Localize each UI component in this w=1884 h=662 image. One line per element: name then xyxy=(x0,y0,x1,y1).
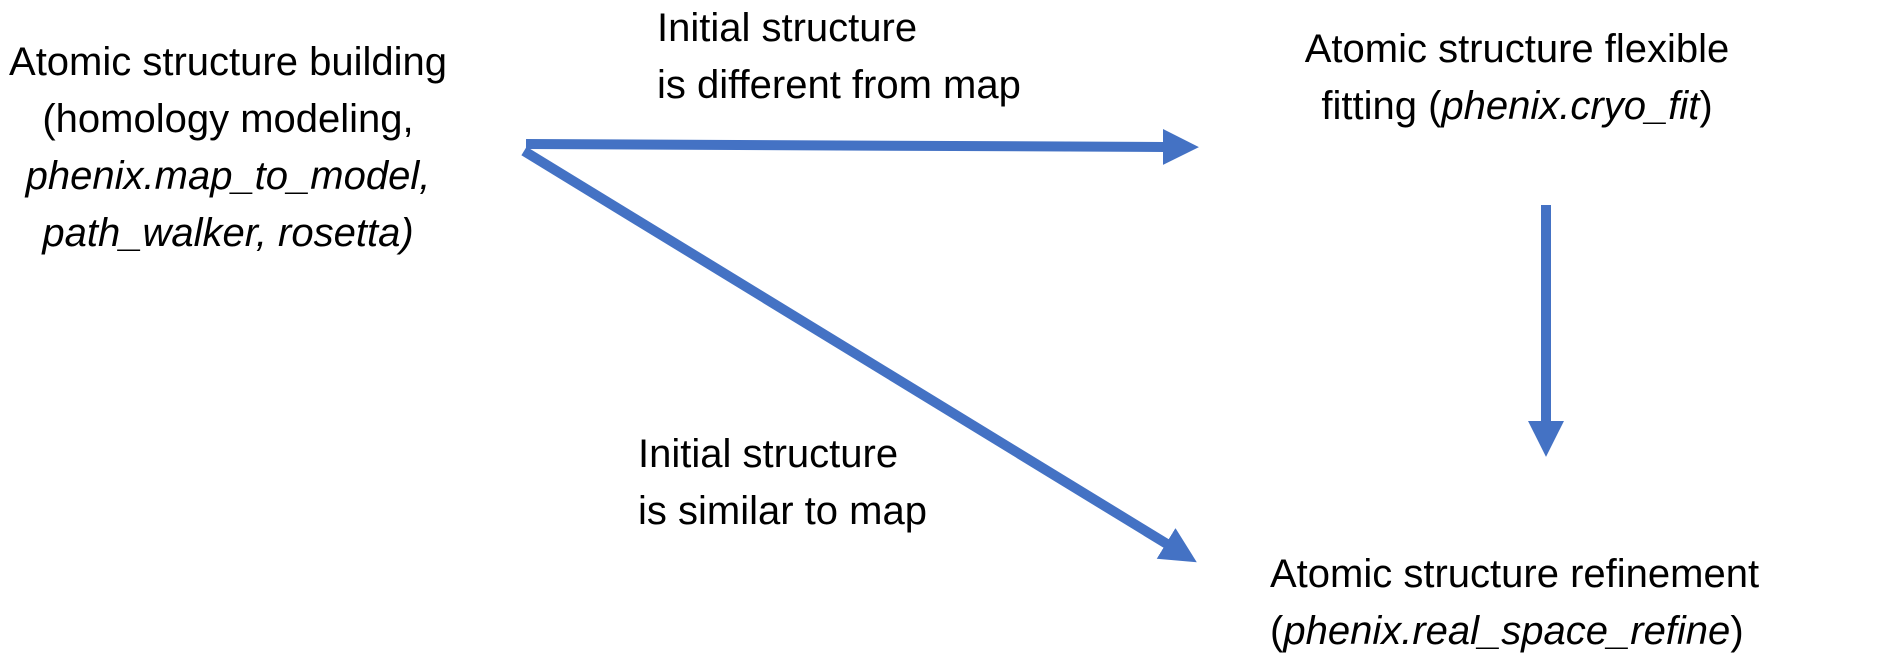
node-refinement-tool: phenix.real_space_refine xyxy=(1283,609,1731,653)
node-refinement: Atomic structure refinement (phenix.real… xyxy=(1270,546,1760,660)
node-structure-building-line3: phenix.map_to_model, xyxy=(25,154,431,198)
node-flexible-fitting-line1: Atomic structure flexible xyxy=(1304,27,1730,71)
node-refinement-line2: (phenix.real_space_refine) xyxy=(1270,603,1744,660)
edge-label-different-from-map: Initial structure is different from map xyxy=(657,0,1021,114)
edge-label-similar-to-map: Initial structure is similar to map xyxy=(638,426,927,540)
node-structure-building-line1: Atomic structure building xyxy=(9,40,447,84)
node-structure-building-line2: (homology modeling, xyxy=(42,97,414,141)
node-refinement-line2-post: ) xyxy=(1730,609,1744,653)
node-flexible-fitting-line2-post: ) xyxy=(1699,84,1713,128)
node-flexible-fitting-line2-pre: fitting ( xyxy=(1321,84,1442,128)
node-flexible-fitting-line2: fitting (phenix.cryo_fit) xyxy=(1297,78,1737,135)
node-structure-building-line4: path_walker, rosetta) xyxy=(42,211,414,255)
node-structure-building: Atomic structure building (homology mode… xyxy=(8,34,448,262)
node-refinement-line2-pre: ( xyxy=(1270,609,1284,653)
edge-label-different-line2: is different from map xyxy=(657,63,1021,107)
edge-label-similar-line2: is similar to map xyxy=(638,489,927,533)
arrow-building-to-refinement xyxy=(521,146,1197,563)
node-refinement-line1: Atomic structure refinement xyxy=(1270,552,1760,596)
node-flexible-fitting-tool: phenix.cryo_fit xyxy=(1441,84,1700,128)
node-flexible-fitting: Atomic structure flexible fitting (pheni… xyxy=(1297,21,1737,135)
edge-label-different-line1: Initial structure xyxy=(657,6,918,50)
edge-label-similar-line1: Initial structure xyxy=(638,432,899,476)
arrow-building-to-fitting xyxy=(525,128,1199,165)
